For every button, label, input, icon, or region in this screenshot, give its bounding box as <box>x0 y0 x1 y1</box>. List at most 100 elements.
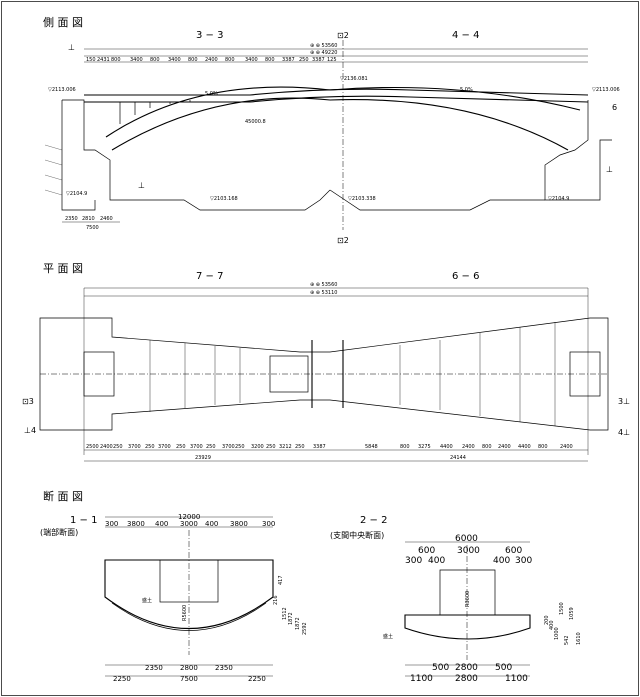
plan-dim: 2400 <box>100 444 113 450</box>
left-abutment-base <box>61 100 96 211</box>
plan-dim: 3700 <box>128 444 141 450</box>
s22-right-dims: 200 400 1000 1500 542 1059 1610 <box>544 602 582 645</box>
plan-dim: 250 <box>295 444 305 450</box>
svg-text:417: 417 <box>278 575 284 585</box>
section-1-1: 1 − 1 (端部断面) 12000 300 3800 400 3000 400… <box>40 513 308 683</box>
s11-top-dim: 3800 <box>230 520 248 528</box>
right-lower-marker: ⊥ <box>606 165 613 174</box>
plan-left-lower-marker: ⊥4 <box>24 426 36 435</box>
s22-outline <box>404 614 531 640</box>
right-abutment-outline <box>544 100 612 201</box>
plan-dim: 5848 <box>365 444 378 450</box>
section-2-2: 2 − 2 (支間中央断面) 6000 600 3000 600 300 400… <box>330 515 582 684</box>
left-sub-dim: 2810 <box>82 216 95 222</box>
plan-right-lower-marker: 4⊥ <box>618 428 630 437</box>
s22-top-total: 6000 <box>455 534 478 544</box>
span-dim: 150 <box>86 57 96 63</box>
svg-text:1059: 1059 <box>569 607 575 620</box>
plan-bottom-total-left: 23929 <box>195 455 211 461</box>
s22-bottom-dim: 500 <box>432 663 449 673</box>
plan-total-dim-2: ⊕ ⊕ 53110 <box>310 290 337 296</box>
side-total-dim-1: ⊕ ⊕ 53560 <box>310 43 337 49</box>
s11-radius-label: R5600 <box>182 605 188 621</box>
side-section-right: 4 − 4 <box>452 30 479 41</box>
plan-view-title: 平 面 図 <box>43 262 83 275</box>
deck-bottom <box>84 95 589 103</box>
slope-right-label: 5.0% <box>460 87 473 93</box>
s11-top-dim: 400 <box>205 520 218 528</box>
plan-outline <box>39 317 609 431</box>
s22-top-dim: 400 <box>428 556 445 566</box>
s22-subtitle: (支間中央断面) <box>330 530 384 540</box>
plan-transverse-lines <box>149 322 556 426</box>
svg-text:1610: 1610 <box>576 632 582 645</box>
s22-title: 2 − 2 <box>360 515 387 526</box>
left-span-label: 7500 <box>86 225 99 231</box>
s22-bottom-dim: 500 <box>495 663 512 673</box>
s11-right-dims: 417 216 1512 1872 1872 2592 <box>273 575 308 635</box>
plan-dim: 3700 <box>158 444 171 450</box>
plan-right-pier <box>569 351 601 397</box>
left-sub-dim: 2460 <box>100 216 113 222</box>
right-cut-marker: 6 <box>612 103 617 112</box>
s22-bottom-dim: 2800 <box>455 674 478 684</box>
span-dim: 2400 <box>205 57 218 63</box>
center-found-right-label: ▽2103.338 <box>348 196 376 202</box>
s22-top-dim: 600 <box>418 546 435 556</box>
plan-dim: 250 <box>113 444 123 450</box>
plan-dim: 3275 <box>418 444 431 450</box>
s11-top-dim: 3000 <box>180 520 198 528</box>
plan-section-right: 6 − 6 <box>452 271 479 282</box>
s11-bottom-dim: 2250 <box>113 675 131 683</box>
span-dim: 800 <box>150 57 160 63</box>
svg-text:1512: 1512 <box>282 607 288 620</box>
left-abutment-outline <box>62 99 331 211</box>
side-section-left: 3 − 3 <box>196 30 223 41</box>
plan-dim: 800 <box>538 444 548 450</box>
span-dim: 800 <box>111 57 121 63</box>
arch-left-label: 45000.8 <box>245 119 266 125</box>
span-dim: 3400 <box>130 57 143 63</box>
left-ground-hatch <box>44 144 63 196</box>
svg-text:2592: 2592 <box>302 622 308 635</box>
plan-dim: 4400 <box>518 444 531 450</box>
plan-dim: 3200 <box>251 444 264 450</box>
plan-dim: 250 <box>266 444 276 450</box>
left-lower-marker: ⊥ <box>138 181 145 190</box>
side-columns <box>119 100 191 124</box>
plan-dim: 250 <box>235 444 245 450</box>
plan-dim: 250 <box>206 444 216 450</box>
plan-dim: 250 <box>145 444 155 450</box>
s11-top-total: 12000 <box>178 513 200 521</box>
s22-radius-label: R3600 <box>465 591 471 607</box>
plan-dim: 2400 <box>560 444 573 450</box>
crown-elev-label: ▽2136.081 <box>340 76 368 82</box>
side-view-title: 側 面 図 <box>43 16 83 29</box>
plan-dim: 3700 <box>222 444 235 450</box>
plan-dim: 800 <box>400 444 410 450</box>
s11-top-dim: 400 <box>155 520 168 528</box>
svg-text:200: 200 <box>544 615 550 625</box>
plan-dim: 250 <box>176 444 186 450</box>
svg-text:1872: 1872 <box>295 617 301 630</box>
span-dim: 800 <box>225 57 235 63</box>
s22-top-dim: 600 <box>505 546 522 556</box>
s11-bottom-dim: 2800 <box>180 664 198 672</box>
arch-left-lower <box>111 97 331 151</box>
left-found-label: ▽2104.9 <box>66 191 87 197</box>
plan-left-marker: ⊡3 <box>22 397 34 406</box>
s22-top-dim: 400 <box>493 556 510 566</box>
section-view-title: 断 面 図 <box>43 489 83 503</box>
section-view: 断 面 図 1 − 1 (端部断面) 12000 300 3800 400 30… <box>40 489 582 684</box>
plan-bottom-dims-right: 5848 800 3275 4400 2400 800 2400 4400 80… <box>365 444 573 450</box>
plan-bottom-dims-left: 2500 2400 250 3700 250 3700 250 3700 250… <box>86 444 326 450</box>
plan-total-dim-1: ⊕ ⊕ 53560 <box>310 282 337 288</box>
plan-dim: 2500 <box>86 444 99 450</box>
svg-text:542: 542 <box>564 635 570 645</box>
s11-bottom-dim: 2350 <box>145 664 163 672</box>
arch-right-upper <box>329 86 581 111</box>
plan-dim: 3212 <box>279 444 292 450</box>
s11-top-dim: 3800 <box>127 520 145 528</box>
arch-right-lower <box>329 99 569 151</box>
